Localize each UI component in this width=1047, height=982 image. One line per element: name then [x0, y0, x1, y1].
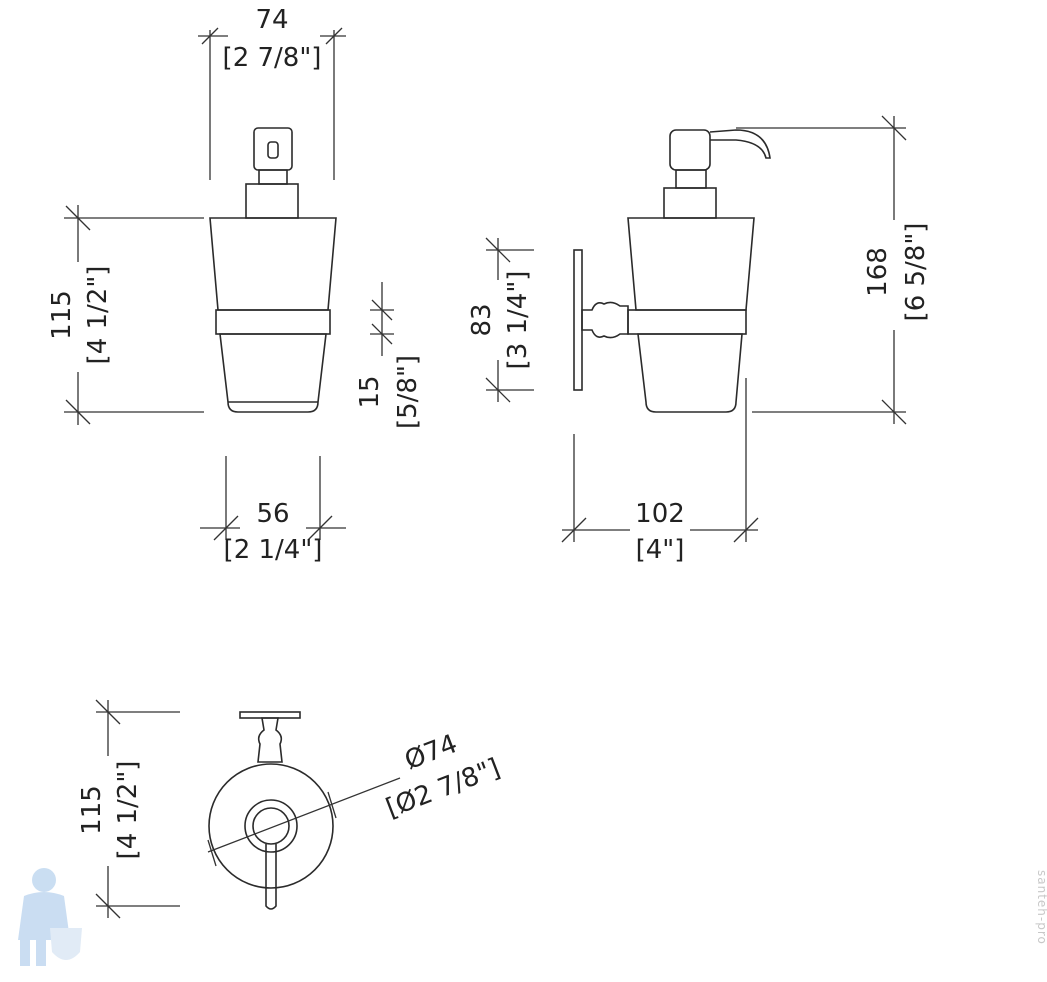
dim-width-bottom-mm: 56: [256, 499, 289, 529]
holder-arm: [581, 301, 629, 339]
front-view: 74 [2 7/8"] 115 [4 1/2"] 15 [5/8"] 56 [2…: [47, 5, 423, 565]
dim-ring-mm: 15: [355, 375, 385, 408]
side-spout: [709, 129, 771, 159]
pump-cap: [253, 127, 293, 171]
top-wall-plate: [239, 711, 301, 719]
dim-top-height-inch: [4 1/2"]: [113, 761, 143, 860]
side-bottle-lower: [637, 333, 743, 413]
pump-neck: [258, 169, 288, 185]
bottle-upper: [209, 217, 337, 311]
dim-width-top-mm: 74: [255, 5, 288, 35]
dim-total-height-inch: [6 5/8"]: [901, 223, 931, 322]
watermark-text: santeh-pro: [1035, 870, 1047, 945]
top-spout: [265, 844, 277, 910]
pump-nozzle: [267, 141, 279, 159]
dim-ring-inch: [5/8"]: [393, 355, 423, 429]
watermark-logo: [18, 868, 82, 966]
dim-height-inch: [4 1/2"]: [83, 266, 113, 365]
side-view: 83 [3 1/4"] 168 [6 5/8"] 102 [4"]: [467, 115, 931, 565]
side-ring: [627, 309, 747, 335]
bottle-outer-circle: [208, 763, 334, 889]
pump-collar: [245, 183, 299, 219]
pump-outer-circle: [244, 799, 298, 853]
dim-depth-mm: 102: [635, 499, 685, 529]
top-view: 115 [4 1/2"] Ø74 [Ø2 7/8"]: [77, 699, 504, 919]
top-arm: [257, 717, 283, 763]
dim-depth-inch: [4"]: [636, 535, 685, 565]
side-pump-collar: [663, 187, 717, 219]
dim-width-top-inch: [2 7/8"]: [223, 43, 322, 73]
wall-plate: [573, 249, 583, 391]
side-bottle-upper: [627, 217, 755, 311]
holder-ring: [215, 309, 331, 335]
side-pump-cap: [669, 129, 711, 171]
dim-plate-inch: [3 1/4"]: [503, 271, 533, 370]
pump-inner-circle: [252, 807, 290, 845]
dim-height-mm: 115: [47, 290, 77, 340]
side-pump-neck: [675, 169, 707, 189]
dim-top-height-mm: 115: [77, 785, 107, 835]
bottle-lower: [219, 333, 327, 413]
dim-plate-mm: 83: [467, 303, 497, 336]
dim-width-bottom-inch: [2 1/4"]: [224, 535, 323, 565]
dim-total-height-mm: 168: [863, 247, 893, 297]
